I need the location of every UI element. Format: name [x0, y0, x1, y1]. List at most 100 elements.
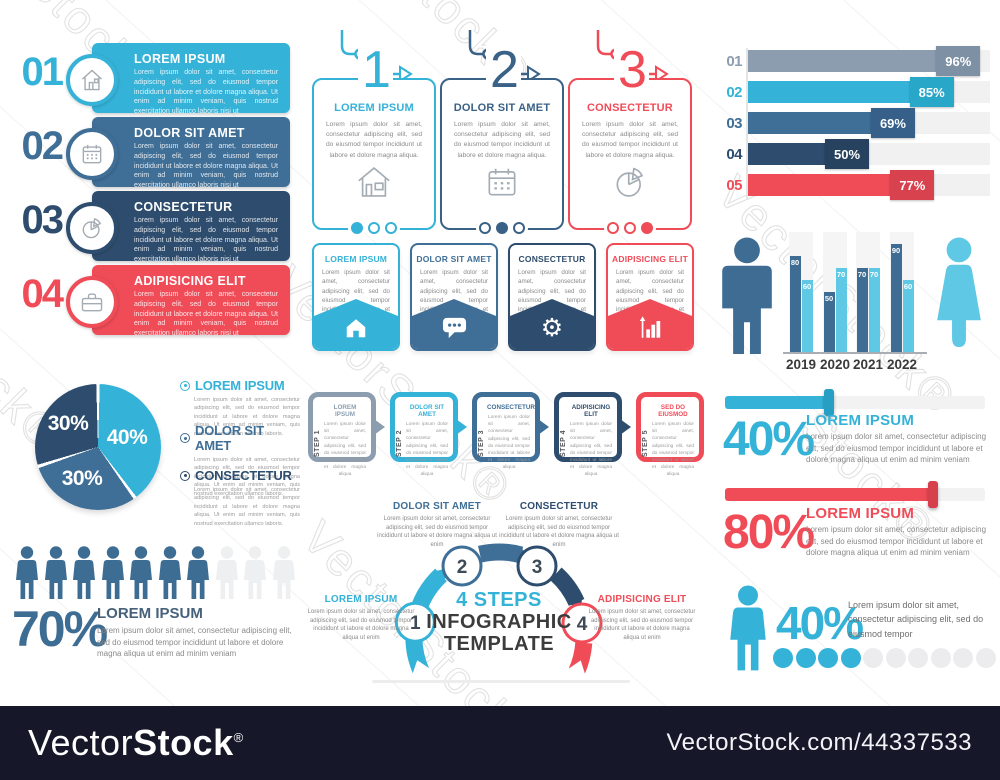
list-number: 01	[21, 50, 65, 94]
bar-value-tag: 77%	[890, 170, 935, 200]
legend-item: CONSECTETUR Lorem ipsum dolor sit amet, …	[180, 468, 300, 528]
arc-step-title: CONSECTETUR	[519, 501, 599, 512]
arc-step-number: 4	[577, 614, 588, 635]
calendar-icon	[483, 163, 521, 206]
legend-title: CONSECTETUR	[195, 468, 292, 483]
bar-group-track: 80 60	[789, 232, 813, 352]
arc-center-line3: TEMPLATE	[443, 633, 555, 655]
male-figure-icon	[722, 237, 772, 355]
slider-title: LOREM IPSUM	[806, 505, 915, 522]
list-item: DOLOR SIT AMET Lorem ipsum dolor sit ame…	[92, 117, 290, 189]
step-text: Lorem ipsum dolor sit amet, consectetur …	[324, 422, 366, 478]
arc-step-title: LOREM IPSUM	[324, 594, 398, 605]
bar-value-tag: 85%	[909, 77, 954, 107]
list-item-title: ADIPISICING ELIT	[134, 274, 246, 288]
list-item-text: Lorem ipsum dolor sit amet, consectetur …	[134, 291, 278, 338]
list-item: ADIPISICING ELIT Lorem ipsum dolor sit a…	[92, 265, 290, 337]
step-label: STEP 2	[396, 430, 403, 457]
arc-step-label: ADIPISICING ELIT Lorem ipsum dolor sit a…	[586, 594, 698, 643]
person-icon	[214, 546, 240, 600]
step-text: Lorem ipsum dolor sit amet, consectetur …	[406, 422, 448, 478]
chart-axis	[746, 48, 748, 200]
bar-category: 02	[726, 84, 742, 101]
slider-title: LOREM IPSUM	[806, 412, 915, 429]
pie-chart-icon	[66, 202, 118, 254]
bar-group-track: 90 60	[890, 232, 914, 352]
slider-handle	[928, 481, 938, 508]
pie-slice-value: 40%	[106, 426, 148, 449]
card-title: ADIPISICING ELIT	[612, 254, 688, 264]
calendar-icon	[66, 128, 118, 180]
progress-dot	[953, 648, 973, 668]
bar-fill: 96%	[748, 46, 981, 76]
legend-text: Lorem ipsum dolor sit amet, consectetur …	[194, 457, 300, 497]
person-icon	[71, 546, 97, 600]
progress-dot	[795, 648, 816, 668]
arrow-right-icon	[456, 419, 467, 435]
bar-fill: 85%	[748, 77, 954, 107]
bar-value: 60	[802, 282, 812, 291]
list-number: 04	[21, 272, 65, 316]
legend-bullet-icon	[180, 433, 190, 443]
footer-bar: VectorStock® VectorStock.com/44337533	[0, 706, 1000, 780]
arc-step-number: 3	[532, 557, 543, 578]
home-icon	[66, 54, 118, 106]
step-card: STEP 5 SED DO EIUSMOD Lorem ipsum dolor …	[636, 392, 704, 477]
box-number: 3	[614, 44, 649, 96]
box-title: DOLOR SIT AMET	[453, 102, 551, 114]
bar-track: 77%	[748, 170, 990, 200]
list-item-text: Lorem ipsum dolor sit amet, consectetur …	[134, 69, 278, 116]
step-title: LOREM IPSUM	[333, 404, 357, 418]
female-bar: 70	[868, 268, 880, 352]
bar-value-tag: 69%	[870, 108, 915, 138]
arc-step-title: DOLOR SIT AMET	[393, 501, 481, 512]
number-box: DOLOR SIT AMET Lorem ipsum dolor sit ame…	[440, 78, 564, 234]
male-bar: 70	[856, 268, 868, 352]
banner-card: ADIPISICING ELIT Lorem ipsum dolor sit a…	[606, 243, 694, 351]
legend-text: Lorem ipsum dolor sit amet, consectetur …	[194, 397, 300, 437]
slider-track	[725, 389, 985, 416]
arc-step-text: Lorem ipsum dolor sit amet, consectetur …	[499, 516, 619, 549]
person-icon	[157, 546, 183, 600]
person-icon	[185, 546, 211, 600]
number-box: CONSECTETUR Lorem ipsum dolor sit amet, …	[568, 78, 692, 234]
bar-track: 69%	[748, 108, 990, 138]
legend-item: DOLOR SIT AMET Lorem ipsum dolor sit ame…	[180, 423, 300, 498]
legend-bullet-icon	[180, 470, 190, 481]
arc-diagram: 1 2 3 4	[372, 543, 630, 683]
pie-slice-value: 30%	[61, 467, 103, 490]
female-bar: 60	[902, 280, 914, 352]
female-figure-icon	[937, 237, 981, 348]
step-title: ADIPISICING ELIT	[571, 404, 611, 418]
arc-step-number: 1	[410, 613, 421, 634]
card-title: DOLOR SIT AMET	[416, 254, 492, 264]
pie-slice-value: 30%	[47, 412, 89, 435]
bar-group-track: 50 70	[823, 232, 847, 352]
step-label: STEP 4	[560, 430, 567, 457]
list-number: 03	[21, 198, 65, 242]
legend-title: DOLOR SIT AMET	[195, 423, 264, 453]
registered-mark: ®	[233, 730, 244, 745]
year-label: 2019	[785, 357, 817, 372]
bar-track: 85%	[748, 77, 990, 107]
arc-step-title: ADIPISICING ELIT	[597, 594, 687, 605]
step-label: STEP 3	[478, 430, 485, 457]
arc-step-label: LOREM IPSUM Lorem ipsum dolor sit amet, …	[306, 594, 416, 643]
bar-track: 50%	[748, 139, 990, 169]
progress-dot	[773, 648, 793, 668]
chart-baseline	[783, 352, 927, 354]
box-text: Lorem ipsum dolor sit amet, consectetur …	[582, 121, 678, 159]
bar-fill: 77%	[748, 170, 935, 200]
bar-value: 70	[869, 270, 879, 279]
arc-step-text: Lorem ipsum dolor sit amet, consectetur …	[307, 609, 415, 642]
male-bar: 90	[890, 244, 902, 352]
bar-category: 04	[726, 146, 742, 163]
step-text: Lorem ipsum dolor sit amet, consectetur …	[488, 415, 530, 471]
arrow-right-icon	[538, 419, 549, 435]
bar-value: 80	[790, 258, 800, 267]
slider-track	[725, 481, 985, 508]
list-item-text: Lorem ipsum dolor sit amet, consectetur …	[134, 217, 278, 264]
people-row	[14, 546, 297, 600]
progress-dots	[479, 222, 525, 234]
box-text: Lorem ipsum dolor sit amet, consectetur …	[326, 121, 422, 159]
